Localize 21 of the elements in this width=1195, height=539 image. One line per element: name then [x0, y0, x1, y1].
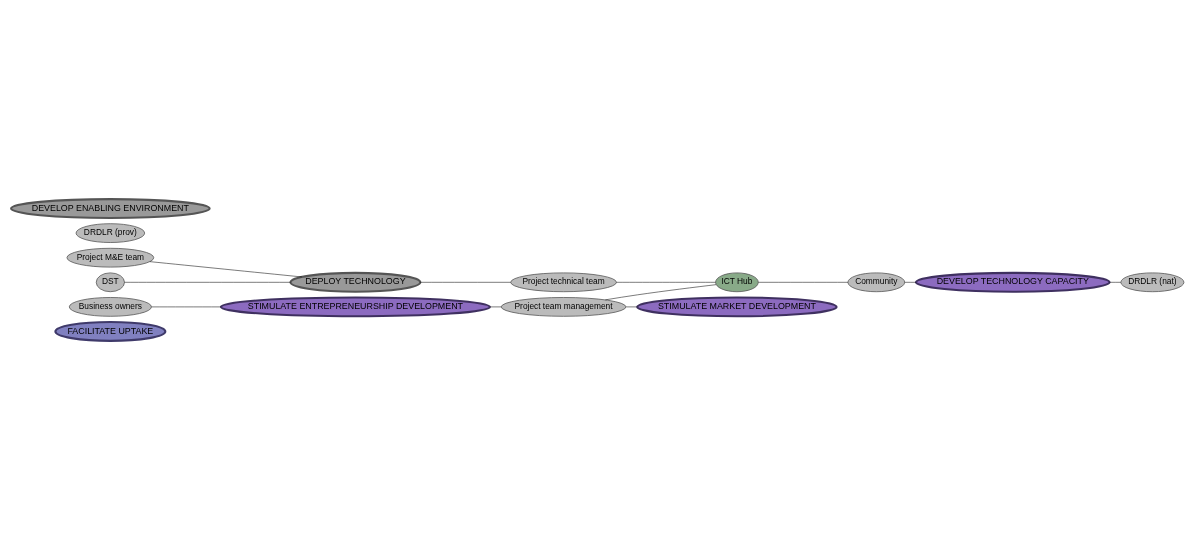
node-ellipse: FACILITATE UPTAKE	[54, 320, 167, 342]
node-ellipse: ICT Hub	[715, 272, 759, 292]
connector	[625, 306, 638, 307]
node-ellipse: DEVELOP TECHNOLOGY CAPACITY	[915, 271, 1111, 293]
node-ellipse: STIMULATE MARKET DEVELOPMENT	[636, 295, 838, 317]
connector	[149, 260, 303, 277]
node-ellipse: STIMULATE ENTREPRENEURSHIP DEVELOPMENT	[219, 295, 491, 317]
node-ellipse: Project team management	[500, 296, 627, 317]
node-ellipse: DEPLOY TECHNOLOGY	[289, 271, 422, 293]
connector	[904, 281, 917, 283]
node-ellipse: DEVELOP ENABLING ENVIRONMENT	[10, 197, 211, 219]
node-ellipse: DRDLR (nat)	[1120, 272, 1185, 292]
node-ellipse: Project M&E team	[66, 247, 155, 267]
node-ellipse: Community	[847, 272, 906, 292]
connector	[124, 281, 291, 283]
connector	[1109, 281, 1121, 283]
node-ellipse: DST	[95, 272, 125, 292]
node-ellipse: DRDLR (prov)	[75, 222, 146, 243]
node-ellipse: Business owners	[68, 296, 152, 317]
node-ellipse: Project technical team	[510, 272, 617, 292]
connector	[151, 306, 222, 307]
